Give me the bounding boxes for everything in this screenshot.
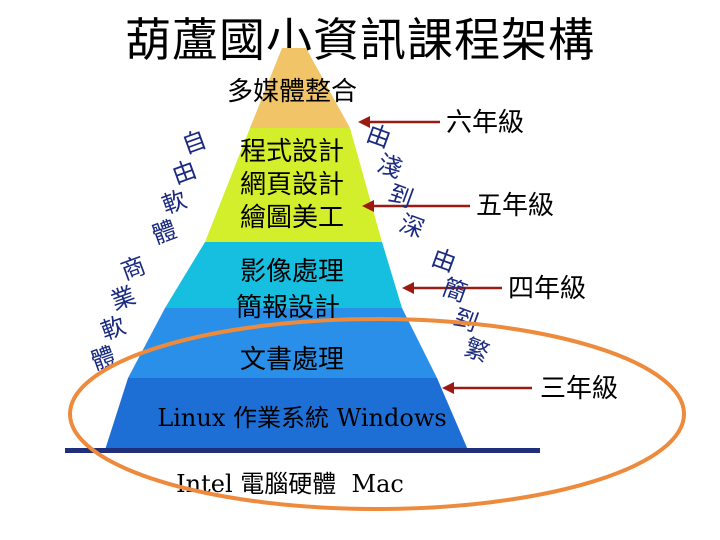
- grade-label-3: 三年級: [540, 374, 618, 404]
- vertical-char: 由: [168, 155, 200, 190]
- label-programming: 程式設計: [240, 137, 344, 167]
- left-vertical-free-software: 自由軟體自由軟體: [148, 125, 210, 250]
- label-multimedia: 多媒體整合: [227, 77, 357, 107]
- label-graphics: 繪圖美工: [240, 203, 344, 233]
- layer-5: [105, 378, 468, 450]
- vertical-char: 體: [148, 215, 180, 250]
- vertical-char: 業: [107, 281, 139, 316]
- grade-3-highlight-ellipse: [68, 317, 686, 511]
- grade-arrow-4: [402, 282, 502, 294]
- label-word-processing: 文書處理: [240, 345, 344, 375]
- right-vertical-simple-to-complex: 由簡到繁由簡到繁: [428, 243, 493, 368]
- label-presentation: 簡報設計: [236, 293, 340, 323]
- grade-label-4: 四年級: [508, 274, 586, 304]
- vertical-char: 由: [428, 243, 460, 278]
- label-image-processing: 影像處理: [240, 257, 344, 287]
- grade-arrow-5: [362, 200, 470, 212]
- layer-2: [205, 128, 382, 242]
- vertical-char: 軟: [97, 311, 129, 346]
- hardware-baseline: [65, 448, 540, 453]
- grade-label-5: 五年級: [476, 191, 554, 221]
- vertical-char: 淺: [374, 149, 406, 184]
- page-title: 葫蘆國小資訊課程架構: [125, 13, 595, 67]
- vertical-char: 自: [178, 125, 210, 160]
- layer-3: [165, 242, 402, 308]
- vertical-char: 到: [385, 179, 417, 214]
- label-web-design: 網頁設計: [240, 170, 344, 200]
- label-operating-system: Linux 作業系統 Windows: [157, 404, 446, 432]
- layer-top: [250, 48, 350, 128]
- vertical-char: 簡: [439, 273, 471, 308]
- grade-arrow-6: [358, 116, 440, 128]
- vertical-char: 商: [117, 251, 149, 286]
- layer-4: [128, 308, 437, 378]
- vertical-char: 軟: [158, 185, 190, 220]
- vertical-char: 繁: [461, 333, 493, 368]
- vertical-char: 深: [396, 209, 428, 244]
- grade-label-6: 六年級: [446, 108, 524, 138]
- grade-arrow-3: [442, 382, 532, 394]
